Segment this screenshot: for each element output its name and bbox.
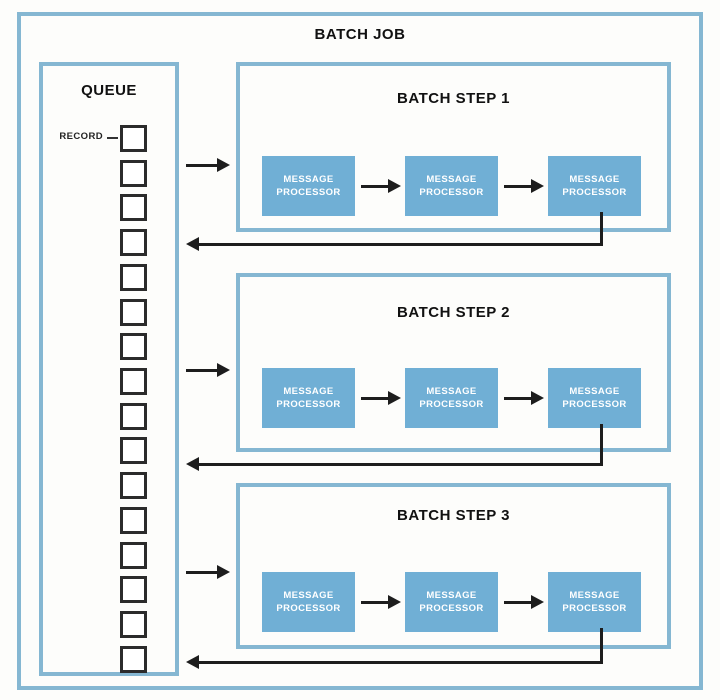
- batch-step-container: BATCH STEP 2 MESSAGE PROCESSOR MESSAGE PRO…: [236, 273, 671, 452]
- return-arrow-line: [198, 243, 603, 246]
- record-label: RECORD: [59, 131, 103, 142]
- message-processor-box: MESSAGE PROCESSOR: [262, 368, 355, 428]
- message-processor-box: MESSAGE PROCESSOR: [548, 572, 641, 632]
- record-square: [120, 229, 147, 257]
- processor-flow-arrow-line: [361, 397, 389, 400]
- record-square: [120, 263, 147, 291]
- arrow-right-icon: [531, 391, 544, 405]
- record-square: [120, 472, 147, 500]
- record-square: [120, 402, 147, 430]
- queue-container: [39, 62, 179, 676]
- return-arrow-line: [198, 661, 603, 664]
- arrow-left-icon: [186, 237, 199, 251]
- processor-flow-arrow-line: [361, 185, 389, 188]
- arrow-right-icon: [388, 595, 401, 609]
- record-square: [120, 611, 147, 639]
- return-arrow-vertical-line: [600, 212, 603, 245]
- record-callout-line: [107, 137, 118, 139]
- record-square: [120, 437, 147, 465]
- record-square: [120, 298, 147, 326]
- record-square: [120, 125, 147, 152]
- processor-flow-arrow-line: [504, 397, 532, 400]
- record-square: [120, 333, 147, 361]
- arrow-left-icon: [186, 655, 199, 669]
- return-arrow-vertical-line: [600, 628, 603, 663]
- message-processor-box: MESSAGE PROCESSOR: [405, 368, 498, 428]
- return-arrow-vertical-line: [600, 424, 603, 465]
- message-processor-box: MESSAGE PROCESSOR: [405, 156, 498, 216]
- batch-step-title: BATCH STEP 3: [397, 507, 510, 524]
- queue-feed-arrow-line: [186, 369, 218, 372]
- record-square: [120, 645, 147, 673]
- record-square: [120, 576, 147, 604]
- message-processor-box: MESSAGE PROCESSOR: [548, 368, 641, 428]
- record-square: [120, 159, 147, 187]
- record-square: [120, 368, 147, 396]
- message-processor-box: MESSAGE PROCESSOR: [405, 572, 498, 632]
- arrow-right-icon: [531, 595, 544, 609]
- record-square: [120, 194, 147, 222]
- arrow-right-icon: [531, 179, 544, 193]
- message-processor-box: MESSAGE PROCESSOR: [548, 156, 641, 216]
- record-square: [120, 506, 147, 534]
- message-processor-box: MESSAGE PROCESSOR: [262, 572, 355, 632]
- record-square: [120, 541, 147, 569]
- processor-flow-arrow-line: [361, 601, 389, 604]
- arrow-right-icon: [388, 391, 401, 405]
- batch-step-title: BATCH STEP 1: [397, 90, 510, 107]
- processor-flow-arrow-line: [504, 601, 532, 604]
- batch-step-title: BATCH STEP 2: [397, 304, 510, 321]
- arrow-right-icon: [217, 363, 230, 377]
- queue-feed-arrow-line: [186, 571, 218, 574]
- arrow-right-icon: [217, 565, 230, 579]
- queue-squares: [120, 125, 148, 673]
- batch-step-container: BATCH STEP 3 MESSAGE PROCESSOR MESSAGE PRO…: [236, 483, 671, 649]
- arrow-right-icon: [388, 179, 401, 193]
- queue-feed-arrow-line: [186, 164, 218, 167]
- arrow-left-icon: [186, 457, 199, 471]
- queue-title: QUEUE: [81, 82, 137, 99]
- return-arrow-line: [198, 463, 603, 466]
- arrow-right-icon: [217, 158, 230, 172]
- diagram-title: BATCH JOB: [314, 26, 406, 43]
- batch-job-container: [17, 12, 703, 690]
- message-processor-box: MESSAGE PROCESSOR: [262, 156, 355, 216]
- batch-step-container: BATCH STEP 1 MESSAGE PROCESSOR MESSAGE PRO…: [236, 62, 671, 232]
- processor-flow-arrow-line: [504, 185, 532, 188]
